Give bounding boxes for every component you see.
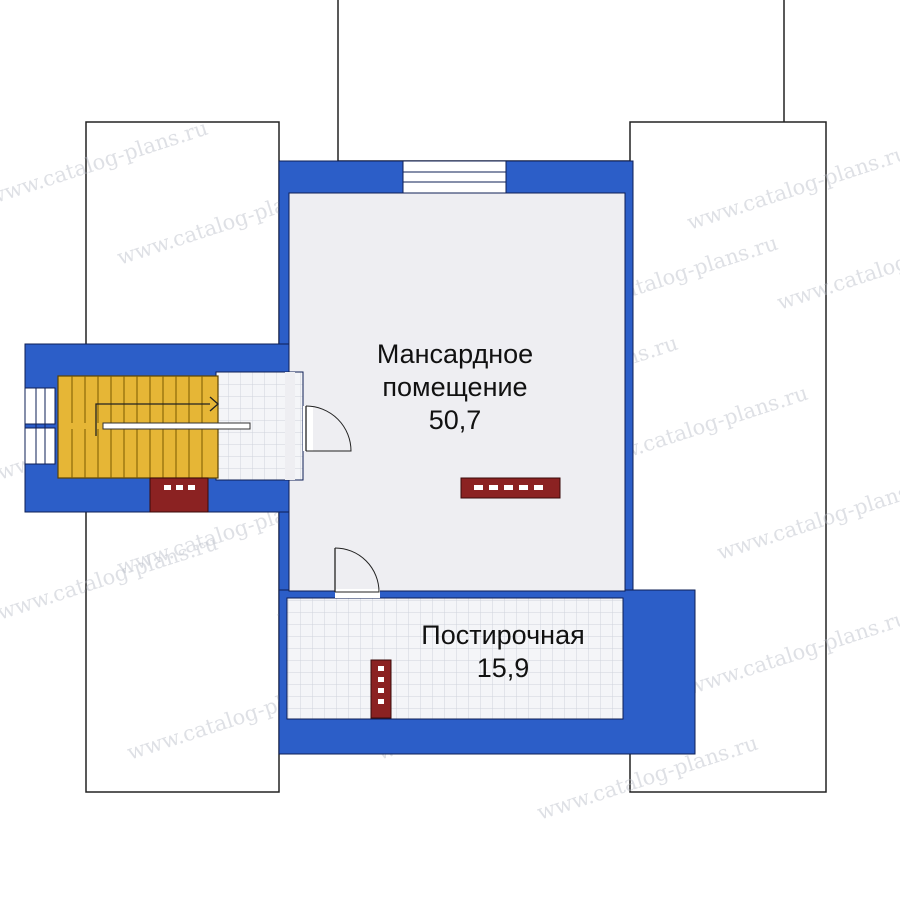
laundry-floor — [286, 597, 624, 720]
top-window — [402, 160, 507, 194]
room-area: 50,7 — [429, 405, 482, 435]
chimney-laundry — [370, 659, 392, 719]
room-name-line-1: Постирочная — [421, 620, 584, 650]
stair-arrow-icon — [209, 396, 219, 412]
door-attic-to-laundry[interactable] — [334, 547, 380, 598]
chimney-stair-block — [149, 477, 209, 513]
door-stair-to-attic[interactable] — [303, 405, 352, 452]
staircase — [57, 375, 251, 479]
room-name-line-2: помещение — [382, 372, 527, 402]
chimney-attic — [460, 477, 561, 499]
stair-windows — [24, 387, 56, 465]
attic-stair-connector — [285, 372, 295, 480]
room-label-attic: Мансардное помещение 50,7 — [377, 339, 533, 435]
room-area: 15,9 — [477, 653, 530, 683]
room-name-line-1: Мансардное — [377, 339, 533, 369]
room-label-laundry: Постирочная 15,9 — [421, 620, 584, 683]
